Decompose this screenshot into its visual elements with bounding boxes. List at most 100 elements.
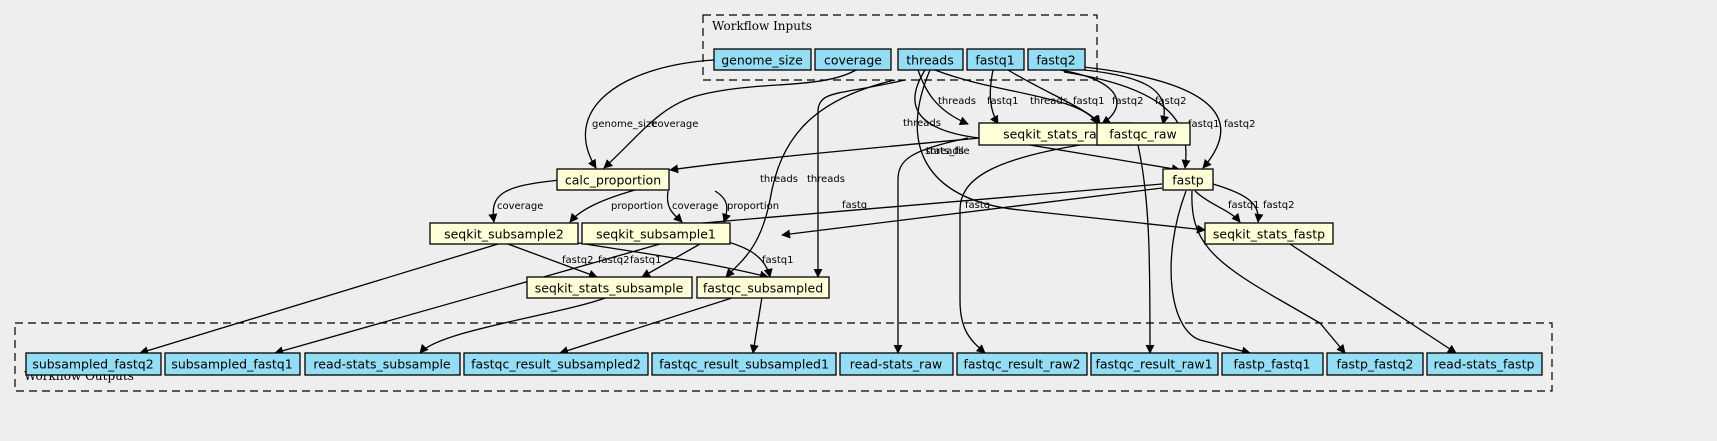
- node-label: fastp_fastq1: [1233, 357, 1310, 372]
- node-label: coverage: [824, 53, 882, 68]
- edge-calc_proportion-seqkit_subsample2-proportion: [569, 189, 636, 223]
- step-node-seqkit_subsample1[interactable]: seqkit_subsample1: [581, 222, 731, 245]
- edge-label: threads: [760, 174, 798, 185]
- edge-fastp-seqkit_subsample2: [619, 183, 1163, 234]
- node-label: seqkit_stats_fastp: [1213, 227, 1325, 242]
- node-label: seqkit_stats_raw: [1003, 127, 1107, 142]
- edge-label: fastq2: [1155, 96, 1187, 107]
- node-label: fastqc_result_subsampled1: [659, 357, 829, 372]
- edge-label: stats_file: [925, 146, 970, 157]
- edge-calc_proportion-seqkit_subsample1-coverage: [666, 190, 683, 223]
- edge-label: fastq1: [1228, 200, 1260, 211]
- node-label: fastq1: [975, 53, 1014, 68]
- edge-seqkit_stats_subsample-read-stats_subsample: [419, 296, 609, 354]
- edge-threads-seqkit_stats_fastp: [916, 69, 1206, 234]
- edge-label: threads: [807, 174, 845, 185]
- node-label: seqkit_stats_subsample: [535, 281, 684, 296]
- edge-seqkit_subsample1-subsampled_fastq1: [274, 243, 661, 356]
- output-node-fastqc_result_raw2[interactable]: fastqc_result_raw2: [956, 352, 1088, 376]
- edge-genome_size-calc_proportion: [584, 59, 715, 169]
- edge-fastqc_subsampled-fastqc_result_subsampled1: [749, 296, 763, 354]
- edge-label: fastq1: [1073, 96, 1105, 107]
- node-label: fastp: [1172, 173, 1203, 188]
- edge-seqkit_subsample2-subsampled_fastq2: [139, 243, 499, 355]
- node-label: genome_size: [721, 53, 803, 68]
- edge-seqkit_stats_raw-calc_proportion: [669, 137, 981, 174]
- output-node-read-stats_subsample[interactable]: read-stats_subsample: [304, 352, 461, 376]
- node-label: fastqc_result_subsampled2: [471, 357, 641, 372]
- edge-label: proportion: [611, 201, 663, 212]
- edge-seqkit_stats_fastp-read-stats_fastp: [1289, 243, 1457, 354]
- edge-fastq1-fastp: [1063, 71, 1191, 169]
- node-label: fastqc_raw: [1109, 127, 1177, 142]
- output-node-subsampled_fastq1[interactable]: subsampled_fastq1: [164, 352, 301, 376]
- edge-fastp-seqkit_stats_fastp-fastq2: [1212, 183, 1264, 223]
- output-node-read-stats_raw[interactable]: read-stats_raw: [839, 352, 954, 376]
- node-label: read-stats_fastp: [1434, 357, 1535, 372]
- input-node-fastq2[interactable]: fastq2: [1027, 48, 1086, 71]
- workflow-inputs-label: Workflow Inputs: [712, 19, 812, 33]
- edge-fastqc_raw-fastqc_result_raw2: [959, 144, 1081, 354]
- edge-label: fastq2: [1112, 96, 1144, 107]
- output-node-subsampled_fastq2[interactable]: subsampled_fastq2: [25, 352, 162, 376]
- node-label: fastqc_result_raw2: [963, 357, 1080, 372]
- edge-label: fastq2: [1224, 119, 1256, 130]
- node-label: subsampled_fastq1: [171, 357, 292, 372]
- edge-fastqc_raw-fastqc_result_raw1: [1137, 144, 1155, 354]
- output-node-fastqc_result_raw1[interactable]: fastqc_result_raw1: [1090, 352, 1219, 376]
- edge-label: fastq2: [562, 255, 594, 266]
- edge-fastp-fastp_fastq2: [1191, 190, 1346, 354]
- edge-fastq1-fastqc_raw: [1007, 69, 1101, 125]
- output-node-fastqc_result_subsampled1[interactable]: fastqc_result_subsampled1: [651, 352, 837, 376]
- edge-label: threads: [938, 96, 976, 107]
- edge-calc_proportion-seqkit_subsample2-coverage: [488, 179, 561, 223]
- output-node-fastp_fastq1[interactable]: fastp_fastq1: [1221, 352, 1324, 376]
- edge-label: fastq2: [598, 255, 630, 266]
- step-node-fastp[interactable]: fastp: [1162, 168, 1214, 191]
- input-node-coverage[interactable]: coverage: [814, 48, 892, 71]
- edge-fastq1-seqkit_stats_raw: [989, 69, 999, 125]
- node-label: fastqc_result_raw1: [1095, 357, 1212, 372]
- step-node-seqkit_stats_raw[interactable]: seqkit_stats_raw: [978, 122, 1132, 146]
- edge-threads-seqkit_stats_subsample: [725, 79, 896, 278]
- step-node-fastqc_subsampled[interactable]: fastqc_subsampled: [696, 276, 830, 299]
- node-label: read-stats_subsample: [313, 357, 451, 372]
- node-label: read-stats_raw: [850, 357, 942, 372]
- edge-fastq2-seqkit_stats_raw: [1063, 67, 1170, 125]
- node-label: fastqc_subsampled: [703, 281, 823, 296]
- edge-label: fastq1: [630, 255, 662, 266]
- edge-label: fastq1: [987, 96, 1019, 107]
- input-node-fastq1[interactable]: fastq1: [966, 48, 1025, 71]
- edge-label: proportion: [727, 201, 779, 212]
- edge-label: coverage: [672, 201, 718, 212]
- edge-label: fastq1: [1188, 119, 1220, 130]
- step-node-fastqc_raw[interactable]: fastqc_raw: [1096, 122, 1191, 146]
- edge-calc_proportion-seqkit_subsample1-proportion: [714, 190, 731, 223]
- step-node-seqkit_stats_subsample[interactable]: seqkit_stats_subsample: [526, 276, 693, 299]
- node-label: subsampled_fastq2: [32, 357, 153, 372]
- edge-threads-seqkit_stats_raw: [917, 69, 969, 125]
- output-node-fastp_fastq2[interactable]: fastp_fastq2: [1326, 352, 1424, 376]
- edge-coverage-calc_proportion: [603, 69, 857, 169]
- edge-label: threads: [903, 118, 941, 129]
- node-label: fastp_fastq2: [1336, 357, 1413, 372]
- step-node-seqkit_stats_fastp[interactable]: seqkit_stats_fastp: [1204, 222, 1334, 245]
- input-node-genome_size[interactable]: genome_size: [713, 48, 812, 71]
- output-node-fastqc_result_subsampled2[interactable]: fastqc_result_subsampled2: [463, 352, 649, 376]
- step-node-calc_proportion[interactable]: calc_proportion: [556, 168, 670, 191]
- node-label: fastq2: [1036, 53, 1075, 68]
- edge-label: genome_size: [592, 119, 657, 130]
- output-node-read-stats_fastp[interactable]: read-stats_fastp: [1426, 352, 1543, 376]
- edge-fastp-seqkit_subsample1: [781, 187, 1163, 239]
- workflow-inputs-cluster: Workflow Inputs: [702, 14, 1098, 81]
- edges: genome_size coverage threads fastq1 thre…: [139, 59, 1457, 356]
- edge-label: fastq1: [762, 255, 794, 266]
- edge-fastq2-fastp: [1063, 64, 1222, 169]
- edge-label: threads: [1030, 96, 1068, 107]
- edge-fastp-fastp_fastq1: [1170, 190, 1251, 356]
- edge-label: fastq2: [1263, 200, 1295, 211]
- edge-seqkit_subsample2-seqkit_stats_subsample: [507, 243, 598, 279]
- step-node-seqkit_subsample2[interactable]: seqkit_subsample2: [429, 222, 579, 245]
- edge-seqkit_stats_raw-read-stats_raw: [893, 137, 969, 354]
- input-node-threads[interactable]: threads: [897, 48, 964, 71]
